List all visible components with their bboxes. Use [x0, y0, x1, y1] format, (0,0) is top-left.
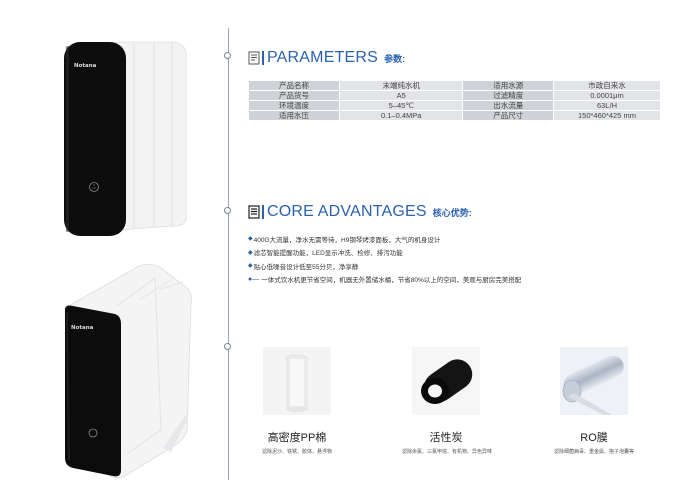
filter-desc: 滤除余氯、三氯甲烷、有机物、异色异味 [402, 449, 493, 455]
filter-desc: 滤除细菌病毒、重金属、抱子泡囊等 [553, 449, 634, 455]
param-label: 过滤精度 [462, 90, 554, 101]
param-value: 5–45℃ [339, 100, 464, 111]
table-row: 产品货号 A5 过滤精度 0.0001μm [249, 90, 662, 101]
filter-pp-cotton: 高密度PP棉 滤除泥沙、铁锈、胶体、悬浮物 [253, 347, 341, 455]
product-image-angle [55, 260, 195, 487]
bullet-icon: ◆ [248, 236, 253, 243]
param-value: 0.0001μm [553, 90, 662, 101]
list-item: ◆400G大流量，净水无需等待，H9钢琴烤漆面板，大气的机身设计 [248, 236, 441, 244]
bullet-icon: ◆ [248, 263, 253, 270]
advantages-list: ◆400G大流量，净水无需等待，H9钢琴烤漆面板，大气的机身设计 ◆滤芯智能提醒… [248, 232, 521, 286]
list-item: ◆贴心低噪音设计低至55分贝，净享静 [248, 263, 359, 271]
advantages-title-cn: 核心优势: [432, 207, 472, 218]
bullet-icon: ◆ [248, 249, 253, 256]
param-value: 0.1–0.4MPa [339, 110, 464, 121]
param-label: 产品名称 [249, 81, 341, 91]
document-icon [248, 205, 260, 219]
table-row: 环境温度 5–45℃ 出水流量 63L/H [249, 100, 662, 111]
param-label: 产品尺寸 [462, 110, 554, 121]
product-image-front [58, 38, 193, 245]
param-label: 环境温度 [249, 100, 341, 111]
filter-name: 高密度PP棉 [267, 432, 327, 444]
list-item: ◆滤芯智能提醒功能，LED显示冲洗、检修、排污功能 [248, 249, 403, 258]
filter-desc: 滤除泥沙、铁锈、胶体、悬浮物 [261, 449, 332, 455]
filter-name: RO膜 [580, 432, 608, 444]
timeline-dot-filters [224, 343, 231, 350]
brand-logo-top: Notana [74, 63, 97, 69]
param-value: A5 [339, 90, 464, 101]
table-row: 适用水压 0.1–0.4MPa 产品尺寸 150*460*425 mm [249, 110, 662, 121]
heading-bar [262, 205, 264, 219]
param-label: 适用水压 [249, 110, 341, 121]
heading-bar [262, 51, 264, 65]
parameters-title-cn: 参数: [384, 53, 406, 64]
carbon-image [412, 347, 480, 415]
advantages-title-en: CORE ADVANTAGES [267, 203, 427, 220]
param-label: 出水流量 [462, 100, 554, 111]
param-label: 产品货号 [249, 90, 341, 101]
pp-cotton-image [263, 347, 331, 415]
param-value: 63L/H [553, 100, 662, 111]
ro-membrane-image [560, 347, 628, 415]
filter-ro-membrane: RO膜 滤除细菌病毒、重金属、抱子泡囊等 [550, 347, 638, 455]
brand-logo-bottom: Notana [71, 325, 94, 331]
timeline-dot-advantages [224, 207, 231, 214]
param-value: 150*460*425 mm [553, 110, 662, 121]
parameters-heading: PARAMETERS 参数: [248, 49, 405, 67]
timeline-line [228, 28, 229, 480]
filter-name: 活性炭 [429, 432, 463, 444]
param-label: 适用水源 [462, 81, 554, 91]
param-value: 末端纯水机 [339, 81, 464, 91]
list-item: ●—一体式饮水机更节省空间，机器无外置储水桶，节省80%以上的空间，美观与厨房完… [248, 275, 522, 285]
advantages-heading: CORE ADVANTAGES 核心优势: [248, 203, 472, 221]
document-icon [248, 51, 260, 65]
table-row: 产品名称 末端纯水机 适用水源 市政自来水 [249, 81, 662, 91]
param-value: 市政自来水 [553, 81, 662, 91]
filter-activated-carbon: 活性炭 滤除余氯、三氯甲烷、有机物、异色异味 [402, 347, 493, 455]
timeline-dot-parameters [224, 52, 231, 59]
parameters-table: 产品名称 末端纯水机 适用水源 市政自来水 产品货号 A5 过滤精度 0.000… [249, 81, 662, 121]
dash-icon: ●— [248, 275, 260, 283]
parameters-title-en: PARAMETERS [267, 49, 379, 66]
